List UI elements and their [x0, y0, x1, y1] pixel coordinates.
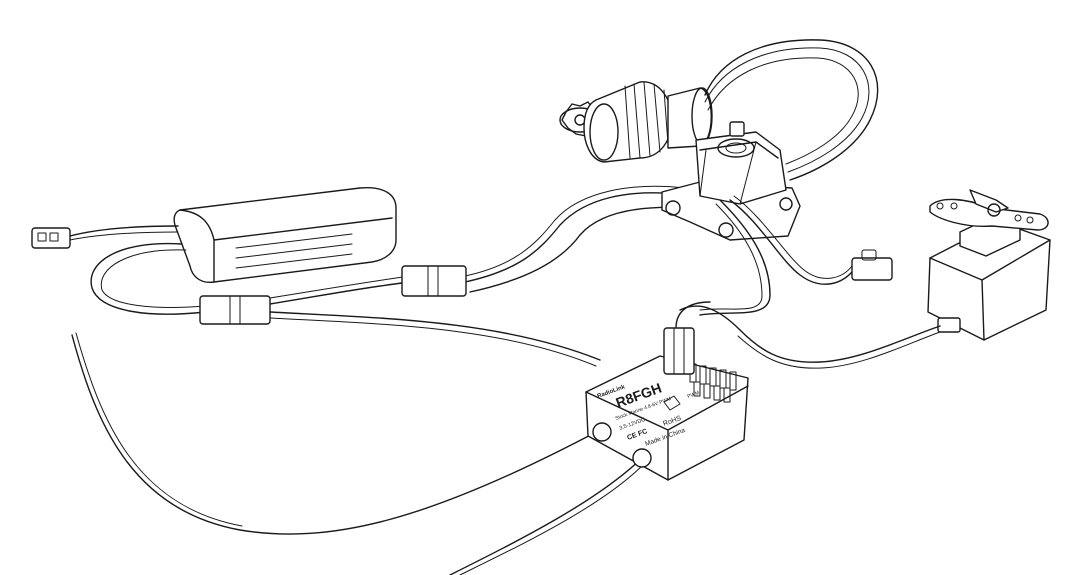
- power-leads: [199, 185, 691, 367]
- servo-plug: [937, 317, 961, 333]
- receiver-r8fgh: RadioLink R8FGH Stock Marine 4.8-6V PWM …: [585, 301, 749, 481]
- receiver-side-label: PWM: [687, 390, 701, 400]
- esc-controller: [661, 121, 893, 316]
- brushless-motor: [559, 39, 879, 181]
- receiver-plug: [663, 327, 695, 375]
- antenna-wires: [71, 332, 649, 575]
- xt-connector-left: [199, 295, 271, 325]
- pin-header: [689, 363, 737, 403]
- esc-switch: [851, 257, 893, 281]
- lipo-battery: [31, 187, 397, 315]
- steering-servo: [679, 189, 1051, 369]
- xt-connector-right: [401, 265, 467, 297]
- bind-button-icon: [663, 395, 681, 411]
